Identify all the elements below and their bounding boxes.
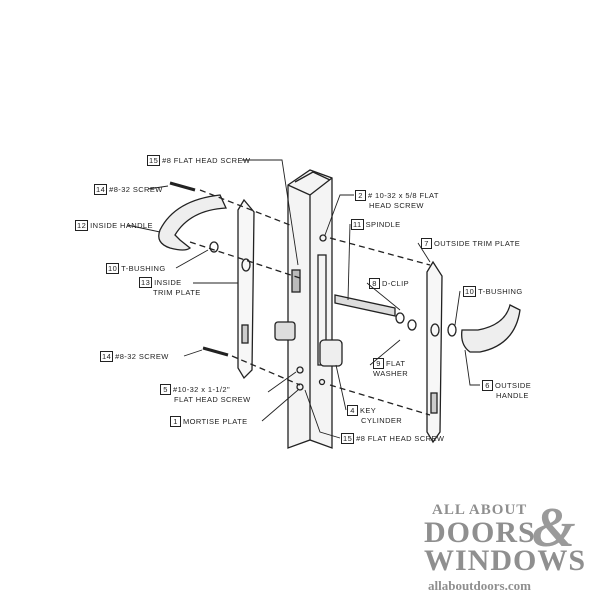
callout-text: MORTISE PLATE [183, 417, 248, 426]
callout-text: HANDLE [496, 391, 529, 400]
screw [202, 346, 229, 357]
callout-14-top: 14#8-32 SCREW [94, 184, 163, 195]
callout-text: SPINDLE [365, 220, 401, 229]
callout-number: 12 [75, 220, 89, 231]
logo-url: allaboutdoors.com [428, 578, 531, 593]
callout-number: 10 [106, 263, 120, 274]
callout-text: CYLINDER [361, 416, 403, 425]
callout-text: OUTSIDE [495, 381, 532, 390]
callout-5: 5#10-32 x 1-1/2"FLAT HEAD SCREW [160, 384, 251, 405]
callout-text: T-BUSHING [121, 264, 166, 273]
callout-text: #8-32 SCREW [115, 352, 169, 361]
callout-number: 15 [341, 433, 355, 444]
brand-logo: ALL ABOUT & DOORS WINDOWS allaboutdoors.… [424, 497, 594, 594]
t-bushing [447, 323, 457, 337]
inside-trim-plate [237, 198, 255, 380]
callout-text: FLAT HEAD SCREW [174, 395, 251, 404]
logo-line: ALL ABOUT [432, 502, 528, 518]
callout-15-top: 15#8 FLAT HEAD SCREW [147, 155, 250, 166]
inside-handle [158, 194, 227, 251]
callout-number: 9 [373, 358, 384, 369]
callout-number: 13 [139, 277, 153, 288]
logo-ampersand: & [532, 497, 576, 559]
t-bushing [209, 241, 219, 253]
mortise-plate-body [274, 169, 343, 449]
callout-text: OUTSIDE TRIM PLATE [434, 239, 521, 248]
callout-text: T-BUSHING [478, 287, 523, 296]
callout-text: HEAD SCREW [369, 201, 424, 210]
callout-number: 8 [369, 278, 380, 289]
logo-line: DOORS [424, 516, 536, 549]
callout-text: #10-32 x 1-1/2" [173, 385, 231, 394]
callout-text: WASHER [373, 369, 409, 378]
callout-number: 1 [170, 416, 181, 427]
callout-text: KEY [360, 406, 377, 415]
leader-lines [126, 159, 480, 439]
callout-number: 10 [463, 286, 477, 297]
callout-15-bottom: 15#8 FLAT HEAD SCREW [341, 433, 444, 444]
assembly-lines [189, 189, 431, 416]
callout-number: 15 [147, 155, 161, 166]
outside-handle [461, 304, 521, 353]
callout-14-bottom: 14#8-32 SCREW [100, 351, 169, 362]
callout-text: D-CLIP [382, 279, 409, 288]
callout-number: 11 [351, 219, 364, 230]
callout-text: # 10-32 x 5/8 FLAT [368, 191, 439, 200]
flat-washer [407, 319, 417, 331]
spindle [334, 294, 396, 317]
callout-number: 5 [160, 384, 171, 395]
callout-text: FLAT [386, 359, 406, 368]
callout-text: TRIM PLATE [153, 288, 201, 297]
callout-text: #8-32 SCREW [109, 185, 163, 194]
callout-text: #8 FLAT HEAD SCREW [356, 434, 445, 443]
callout-number: 14 [94, 184, 108, 195]
screw [169, 181, 196, 192]
callout-text: INSIDE HANDLE [90, 221, 153, 230]
callout-number: 7 [421, 238, 432, 249]
d-clip [395, 312, 405, 324]
callout-number: 2 [355, 190, 366, 201]
callout-number: 4 [347, 405, 358, 416]
outside-trim-plate [426, 260, 443, 444]
callout-text: INSIDE [154, 278, 182, 287]
callout-number: 14 [100, 351, 114, 362]
logo-line: WINDOWS [424, 544, 587, 577]
callout-number: 6 [482, 380, 493, 391]
callout-text: #8 FLAT HEAD SCREW [162, 156, 251, 165]
